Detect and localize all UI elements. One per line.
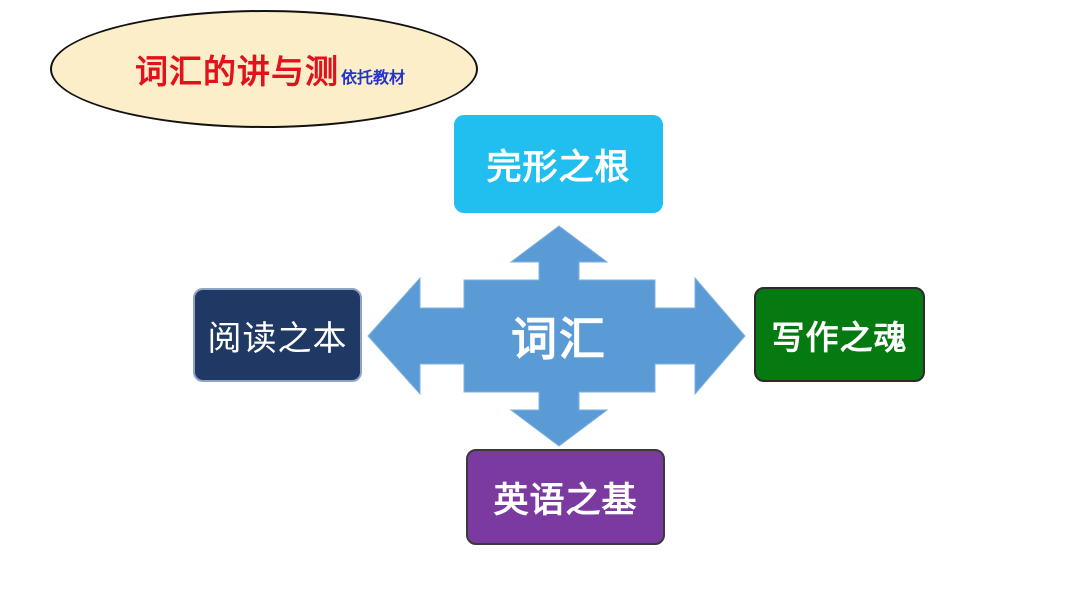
- title-group: 词汇的讲与测 依托教材: [135, 45, 405, 93]
- node-top: 完形之根: [454, 115, 663, 213]
- node-right: 写作之魂: [754, 287, 925, 382]
- title-sub: 依托教材: [340, 68, 405, 87]
- center-label: 词汇: [511, 312, 607, 366]
- node-left: 阅读之本: [193, 288, 362, 382]
- node-bottom: 英语之基: [466, 449, 665, 545]
- title-ellipse: 词汇的讲与测 依托教材: [50, 10, 478, 128]
- title-main: 词汇的讲与测: [134, 52, 339, 91]
- four-way-arrow-shape: [367, 225, 746, 447]
